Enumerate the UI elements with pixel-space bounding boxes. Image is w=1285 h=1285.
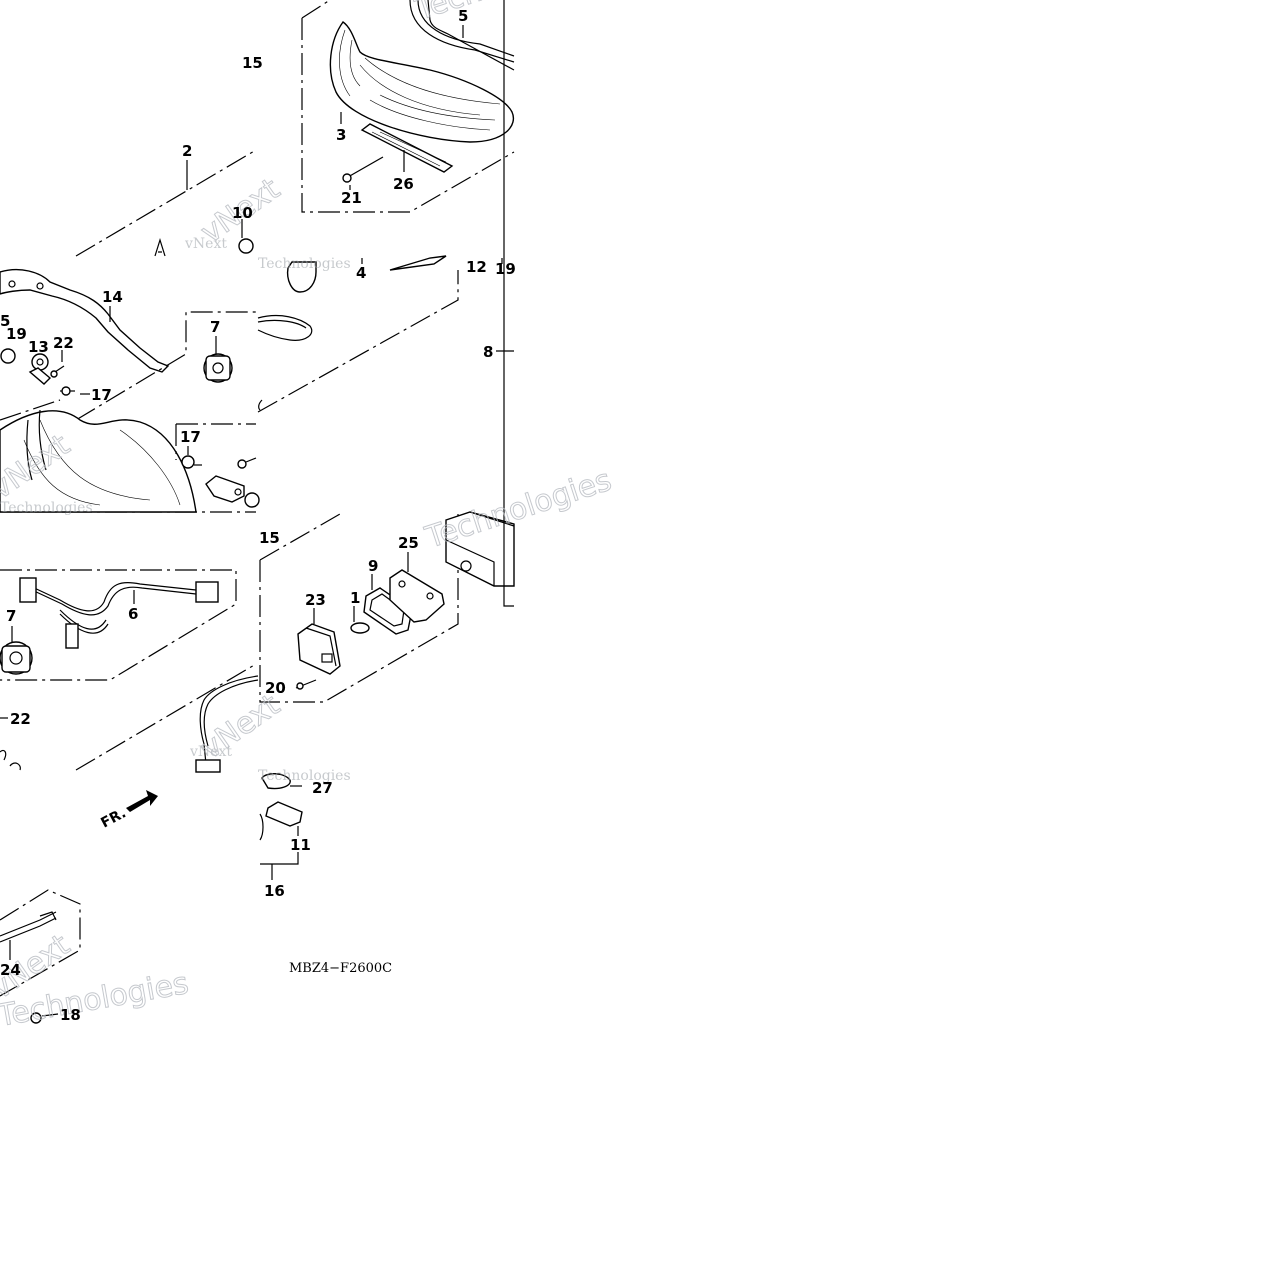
callout: 17 <box>91 386 112 404</box>
callouts: 15 5 2 3 26 21 10 4 12 19 14 5 19 13 22 … <box>0 7 516 1024</box>
callout: 7 <box>6 607 16 625</box>
svg-text:Technologies: Technologies <box>421 463 616 556</box>
front-direction-arrow <box>126 790 158 812</box>
mounting-bracket <box>0 268 170 373</box>
callout: 24 <box>0 961 21 979</box>
callout: 11 <box>290 836 311 854</box>
callout: 6 <box>128 605 138 623</box>
callout: 26 <box>393 175 414 193</box>
callout: 13 <box>28 338 49 356</box>
reflector <box>265 801 303 827</box>
foam-strip <box>360 123 454 173</box>
callout: 22 <box>10 710 31 728</box>
callout: 16 <box>264 882 285 900</box>
socket-lower <box>0 626 33 675</box>
callout: 10 <box>232 204 253 222</box>
callout: 7 <box>210 318 220 336</box>
wire-harness <box>29 581 197 612</box>
svg-text:Technologies: Technologies <box>258 256 351 272</box>
callout: 5 <box>458 7 468 25</box>
callout: 18 <box>60 1006 81 1024</box>
tail-lamp-panel <box>259 0 515 703</box>
callout: 22 <box>53 334 74 352</box>
callout: 2 <box>182 142 192 160</box>
drawing-code: MBZ4−F2600C <box>289 961 392 976</box>
lamp-lens <box>297 623 341 675</box>
callout: 8 <box>483 343 493 361</box>
callout: 12 <box>466 258 487 276</box>
seat-cowl <box>329 21 514 143</box>
reflector-panel <box>259 773 303 880</box>
wire-lead-panel <box>0 889 81 1024</box>
callout: 14 <box>102 288 123 306</box>
callout: 19 <box>6 325 27 343</box>
grommet <box>0 348 16 364</box>
headlight-housing <box>0 410 197 513</box>
bulb <box>286 261 317 293</box>
svg-text:vNext: vNext <box>184 236 227 252</box>
lamp-gasket <box>363 587 413 635</box>
seat-cowl-panel <box>301 0 515 213</box>
svg-text:Technologies: Technologies <box>411 0 606 28</box>
callout: 19 <box>495 260 516 278</box>
callout: 21 <box>341 189 362 207</box>
callout: 9 <box>368 557 378 575</box>
harness-panel <box>0 569 257 771</box>
sensor-panel <box>126 675 259 812</box>
watermark: Technologies vNext vNext Technologies vN… <box>0 0 616 1035</box>
socket-upper <box>203 336 233 383</box>
callout: 4 <box>356 264 366 282</box>
callout: 15 <box>242 54 263 72</box>
bracket-panel <box>0 268 258 421</box>
callout: 25 <box>398 534 419 552</box>
housing-panel <box>0 399 260 513</box>
svg-text:Technologies: Technologies <box>258 768 351 784</box>
callout: 20 <box>265 679 286 697</box>
callout: 17 <box>180 428 201 446</box>
callout: 27 <box>312 779 333 797</box>
svg-text:vNext: vNext <box>195 687 287 766</box>
callout: 3 <box>336 126 346 144</box>
callout: 5 <box>0 312 10 330</box>
main-assembly-frame <box>75 149 514 413</box>
callout: 15 <box>259 529 280 547</box>
callout: 1 <box>350 589 360 607</box>
callout: 23 <box>305 591 326 609</box>
svg-text:vNext: vNext <box>189 744 232 760</box>
front-direction-label: FR. <box>98 805 128 831</box>
svg-text:Technologies: Technologies <box>0 500 93 516</box>
